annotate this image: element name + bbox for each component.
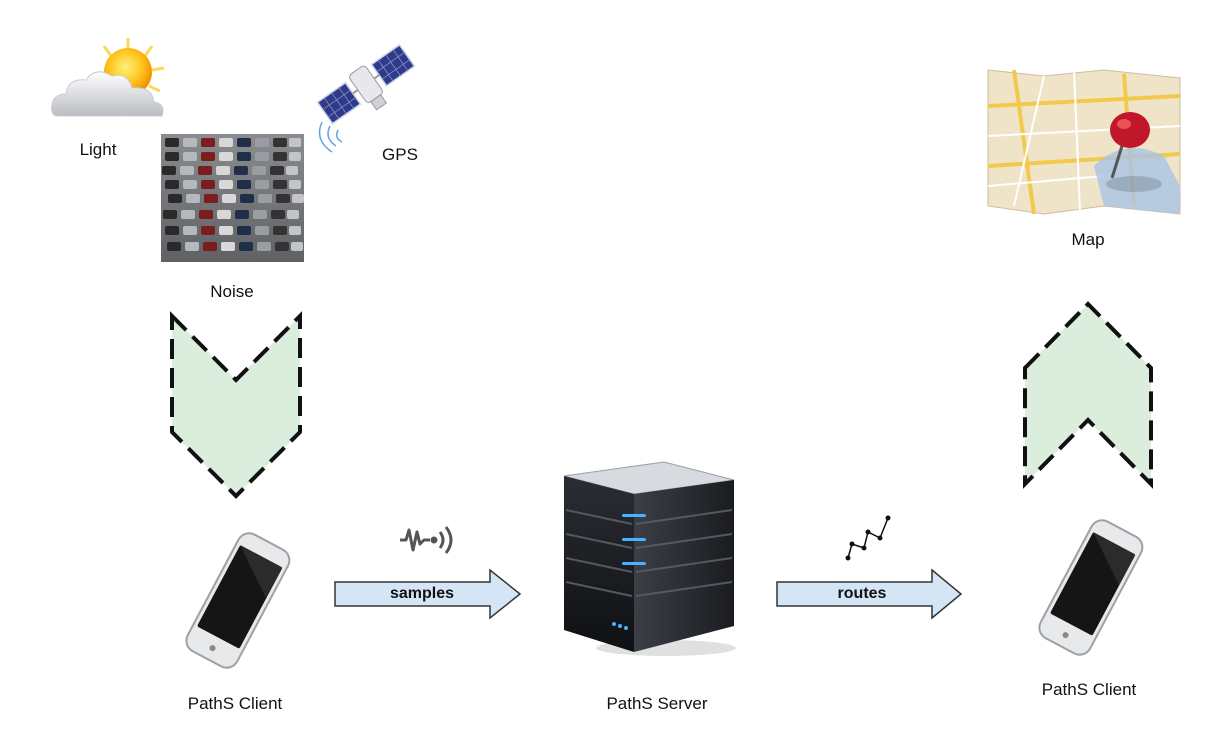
- signal-wave-icon: [400, 526, 453, 554]
- map-pin-icon: [987, 69, 1181, 215]
- client-left-label: PathS Client: [187, 694, 283, 713]
- light-label: Light: [79, 140, 117, 159]
- server-icon: [563, 461, 736, 656]
- smartphone-icon: [1038, 519, 1144, 656]
- client-right-label: PathS Client: [1041, 680, 1137, 699]
- route-path-icon: [845, 515, 891, 561]
- noise-label: Noise: [210, 282, 254, 301]
- routes-label: routes: [837, 585, 887, 602]
- server-label: PathS Server: [606, 694, 708, 713]
- weather-sun-cloud-icon: [51, 38, 165, 117]
- traffic-photo: [161, 134, 304, 262]
- gps-label: GPS: [382, 145, 418, 164]
- samples-label: samples: [389, 585, 455, 602]
- smartphone-icon: [185, 532, 291, 669]
- satellite-icon: [316, 43, 416, 153]
- map-label: Map: [1071, 230, 1105, 249]
